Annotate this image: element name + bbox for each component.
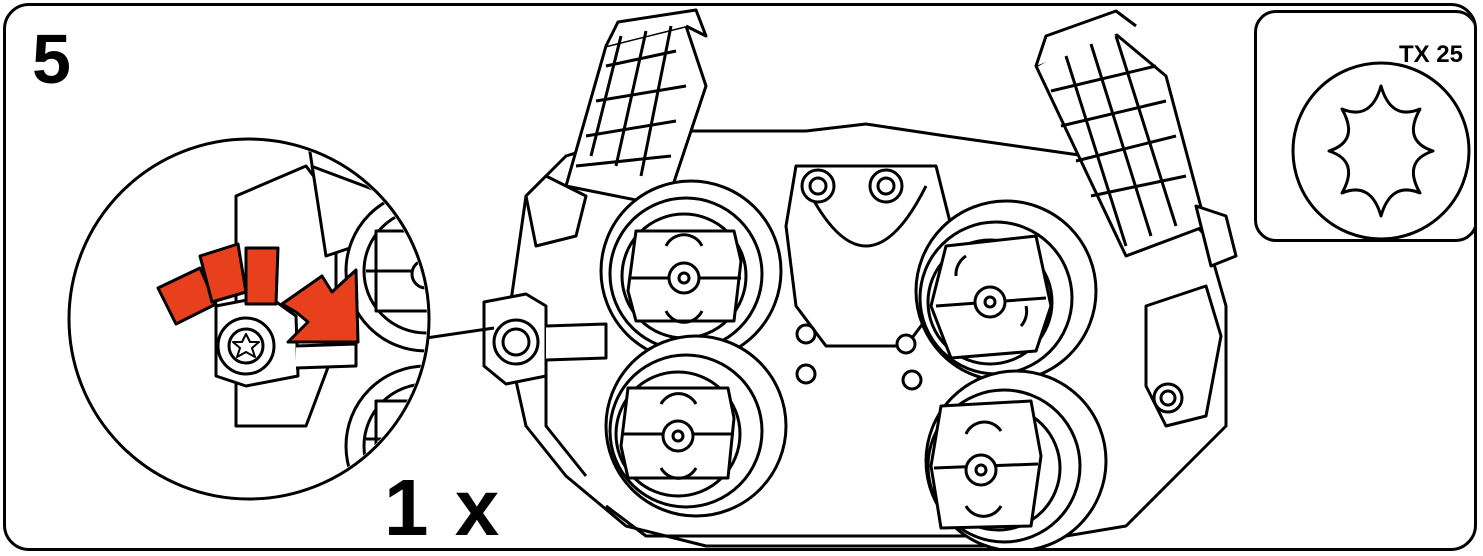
tension-knob-right (1034, 9, 1208, 258)
loosen-arrows (156, 242, 360, 344)
drive-roll-upper-left (599, 179, 783, 363)
arrow-segment-3 (244, 246, 280, 306)
drive-roll-upper-right (914, 199, 1098, 383)
step-number: 5 (32, 20, 71, 98)
torx-star-icon (1291, 61, 1471, 241)
fastener-count-label: 1 x (384, 463, 502, 551)
tool-callout: TX 25 (1254, 10, 1474, 242)
arrow-segment-1 (156, 266, 218, 326)
tension-knob-left (564, 8, 708, 208)
drive-roll-lower-left (604, 334, 788, 518)
tool-size-label: TX 25 (1398, 41, 1463, 68)
wire-feeder-illustration (67, 8, 1238, 548)
arrow-head (280, 268, 360, 344)
instruction-panel: 5 1 x TX 25 (3, 3, 1477, 551)
drive-roll-lower-right (924, 369, 1108, 548)
